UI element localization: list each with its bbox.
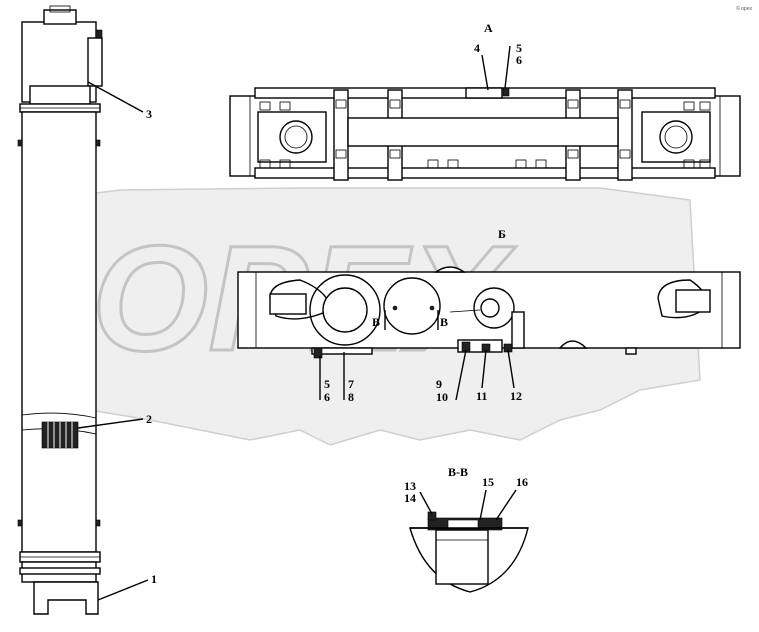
view-a: А <box>229 21 741 181</box>
callout-9: 9 <box>436 377 442 391</box>
section-vv: В-В <box>409 465 529 593</box>
top-cap-nut <box>49 5 71 13</box>
callout-16: 16 <box>516 475 528 489</box>
view-b-main-port <box>309 274 381 346</box>
section-vv-label: В-В <box>448 465 468 479</box>
view-a-label: А <box>484 21 493 35</box>
section-vv-callouts: 13 14 15 16 <box>404 475 528 521</box>
callout-6b: 6 <box>324 390 330 404</box>
clip-4 <box>465 87 503 99</box>
view-a-left-plate <box>257 111 327 163</box>
callout-8: 8 <box>348 390 354 404</box>
view-b-mid-port <box>383 277 441 335</box>
view-b-label: Б <box>498 227 506 241</box>
view-a-bolts <box>259 99 711 169</box>
neck <box>29 85 91 105</box>
top-bolt <box>95 29 103 39</box>
corner-mark: © opex <box>736 5 752 12</box>
view-b-callouts: 5 6 7 8 9 10 11 12 <box>319 349 522 404</box>
callout-5: 5 <box>516 41 522 55</box>
section-vv-neck <box>435 529 489 585</box>
callout-1: 1 <box>151 572 157 586</box>
callout-15: 15 <box>482 475 494 489</box>
vertical-tank-view <box>17 5 103 615</box>
callout-6: 6 <box>516 53 522 67</box>
ribbed-section-2 <box>41 421 79 449</box>
bottom-plate <box>311 347 373 355</box>
callout-5b: 5 <box>324 377 330 391</box>
bracket-3 <box>87 37 103 87</box>
view-b: Б В В <box>237 227 741 359</box>
base-1 <box>33 581 99 615</box>
callout-14: 14 <box>404 491 416 505</box>
callout-2: 2 <box>146 412 152 426</box>
left-callouts: 3 2 1 <box>77 81 157 601</box>
callout-11: 11 <box>476 389 487 403</box>
callout-7: 7 <box>348 377 354 391</box>
view-b-small-port <box>473 287 515 329</box>
callout-4: 4 <box>474 41 480 55</box>
tank-body <box>21 111 97 553</box>
top-cap-plug <box>43 9 77 25</box>
callout-3: 3 <box>146 107 152 121</box>
cut-mark-right: В <box>440 315 448 329</box>
break-line-top <box>21 412 97 419</box>
cut-mark-left: В <box>372 315 380 329</box>
callout-12: 12 <box>510 389 522 403</box>
callout-13: 13 <box>404 479 416 493</box>
callout-10: 10 <box>436 390 448 404</box>
view-a-right-plate <box>641 111 711 163</box>
view-a-callouts: 4 5 6 <box>474 41 522 91</box>
